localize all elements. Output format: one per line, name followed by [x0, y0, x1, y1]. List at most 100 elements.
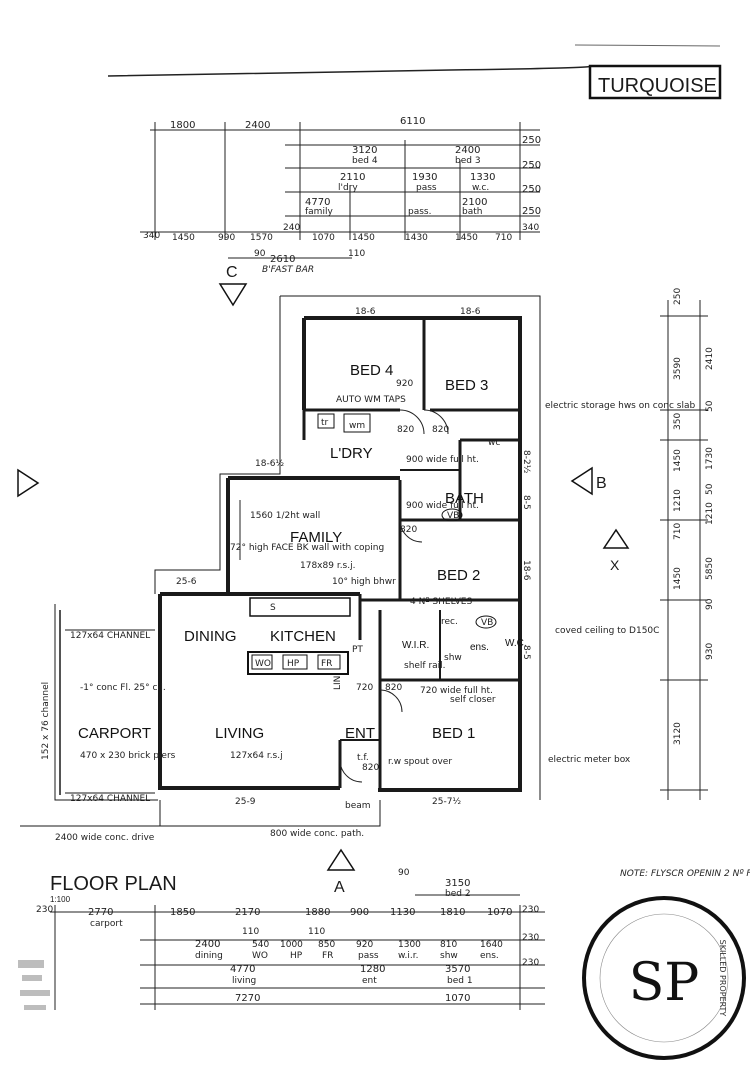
room-kitchen: KITCHEN — [270, 628, 336, 645]
bdim-r4-sub-1: ent — [362, 976, 377, 986]
sheet-title: FLOOR PLAN — [50, 873, 177, 895]
fitting-tr: tr — [321, 418, 329, 428]
bdim-r2-3: 2170 — [235, 907, 260, 918]
sp-logo: SP SKILLED PROPERTY — [582, 896, 746, 1060]
size-ldry: 8-2½ — [521, 450, 531, 474]
bdim-r4-sub-2: bed 1 — [447, 976, 473, 986]
note-beam: beam — [345, 801, 371, 811]
size-bed2: 18-6 — [521, 560, 531, 581]
bdim-r3-sub-4: pass — [358, 951, 379, 961]
dim-r5-6: 1450 — [352, 233, 375, 243]
dim-sub-bed3: bed 3 — [455, 156, 481, 166]
bdim-r4-2: 3570 — [445, 964, 470, 975]
note-face-bk-wall: 72° high FACE BK wall with coping — [230, 543, 384, 553]
bdim-r3-0: 2400 — [195, 939, 220, 950]
dim-top-2400: 2400 — [245, 120, 270, 131]
bdim-r3-5: 850 — [318, 940, 335, 950]
bdim-r2-sub: carport — [90, 919, 123, 929]
note-720: 720 wide full ht. — [420, 686, 493, 696]
dim-r5-5: 1070 — [312, 233, 335, 243]
room-family: FAMILY — [290, 529, 342, 546]
note-self-closer: self closer — [450, 695, 496, 705]
dim-r6-2: 110 — [348, 249, 365, 259]
rdim-c1-4: 1210 — [673, 489, 683, 512]
dim-bath: 2100 — [462, 197, 487, 208]
dim-r5-7: 1430 — [405, 233, 428, 243]
room-bed1: BED 1 — [432, 725, 475, 742]
annotations: AUTO WM TAPS electric storage hws on con… — [41, 395, 750, 879]
bdim-r3-sub-6: shw — [440, 951, 458, 961]
bdim-r2-1: 2770 — [88, 907, 113, 918]
bdim-r4-0: 4770 — [230, 964, 255, 975]
note-fly: NOTE: FLYSCR OPENIN 2 Nº F — [620, 869, 750, 879]
dim-family: 4770 — [305, 197, 330, 208]
note-conc-drive: 2400 wide conc. drive — [55, 833, 155, 843]
room-wc: W.C. — [505, 638, 527, 649]
rdim-c2-3: 50 — [705, 483, 715, 495]
door-820-c: 820 — [400, 525, 417, 535]
bottom-dimension-labels: 90 3150 bed 2 230 2770 1850 2170 1880 90… — [36, 868, 539, 1004]
dim-250d: 250 — [522, 206, 541, 217]
rdim-c2-7: 930 — [705, 643, 715, 660]
top-dimensions — [140, 122, 540, 259]
section-marker-c: C — [226, 264, 238, 281]
rdim-c1-3: 1450 — [673, 449, 683, 472]
fitting-hp: HP — [287, 659, 300, 669]
room-dining: DINING — [184, 628, 237, 645]
dim-r5-9: 710 — [495, 233, 512, 243]
rdim-c2-1: 50 — [705, 400, 715, 412]
right-dimensions — [660, 300, 708, 800]
dim-250b: 250 — [522, 160, 541, 171]
dim-wc: 1330 — [470, 172, 495, 183]
fitting-wc: wc — [488, 438, 500, 448]
dim-250c: 250 — [522, 184, 541, 195]
room-ent: ENT — [345, 725, 375, 742]
sheet-scale: 1:100 — [50, 895, 71, 904]
rdim-c2-6: 90 — [705, 598, 715, 610]
fitting-fr: FR — [321, 659, 332, 669]
note-conc-path: 800 wide conc. path. — [270, 829, 364, 839]
dim-top-6110: 6110 — [400, 116, 425, 127]
dim-sub-bed4: bed 4 — [352, 156, 378, 166]
fittings: tr wm WO HP FR VB VB shw rec. PT LIN t.f… — [251, 379, 500, 773]
dim-r6-1: 2610 — [270, 254, 295, 265]
floor-plan-heading: FLOOR PLAN 1:100 — [50, 873, 177, 904]
dim-r5-1: 1450 — [172, 233, 195, 243]
fitting-wo: WO — [255, 659, 271, 669]
note-conc-fl: -1° conc Fl. 25° c.l. — [80, 683, 166, 693]
dim-bed3: 2400 — [455, 145, 480, 156]
bdim-r3-8: 810 — [440, 940, 457, 950]
rdim-c2-5: 5850 — [705, 557, 715, 580]
room-living: LIVING — [215, 725, 264, 742]
room-carport: CARPORT — [78, 725, 151, 742]
dim-sub-family: family — [305, 207, 333, 217]
note-spout: r.w spout over — [388, 757, 452, 767]
door-820-b: 820 — [432, 425, 449, 435]
bdim-r3-6: 920 — [356, 940, 373, 950]
bdim-r3-10: 230 — [522, 933, 539, 943]
rdim-c1-6: 1450 — [673, 567, 683, 590]
logo-letters: SP — [629, 953, 700, 1013]
section-marker-a: A — [334, 879, 345, 896]
rdim-c2-4: 1210 — [705, 502, 715, 525]
bdim-r2-7: 1810 — [440, 907, 465, 918]
fitting-shw: shw — [444, 653, 462, 663]
dim-r5-0: 340 — [143, 231, 160, 241]
bdim-r4-sub-0: living — [232, 976, 256, 986]
note-auto-wm-taps: AUTO WM TAPS — [336, 395, 406, 405]
note-900-b: 900 wide full ht. — [406, 501, 479, 511]
bdim-r3-sub-2: HP — [290, 951, 303, 961]
door-720: 720 — [356, 683, 373, 693]
size-family: 18-6½ — [255, 459, 284, 469]
bdim-r2-5: 900 — [350, 907, 369, 918]
note-shelf-rail: shelf rail. — [404, 661, 446, 671]
size-dining: 25-6 — [176, 577, 197, 587]
room-bath: BATH — [445, 490, 484, 507]
bdim-r3-sub-7: ens. — [480, 951, 499, 961]
note-900-a: 900 wide full ht. — [406, 455, 479, 465]
note-meter-box: electric meter box — [548, 755, 631, 765]
building-walls — [20, 295, 541, 827]
door-920: 920 — [396, 379, 413, 389]
rdim-c2-0: 2410 — [705, 347, 715, 370]
